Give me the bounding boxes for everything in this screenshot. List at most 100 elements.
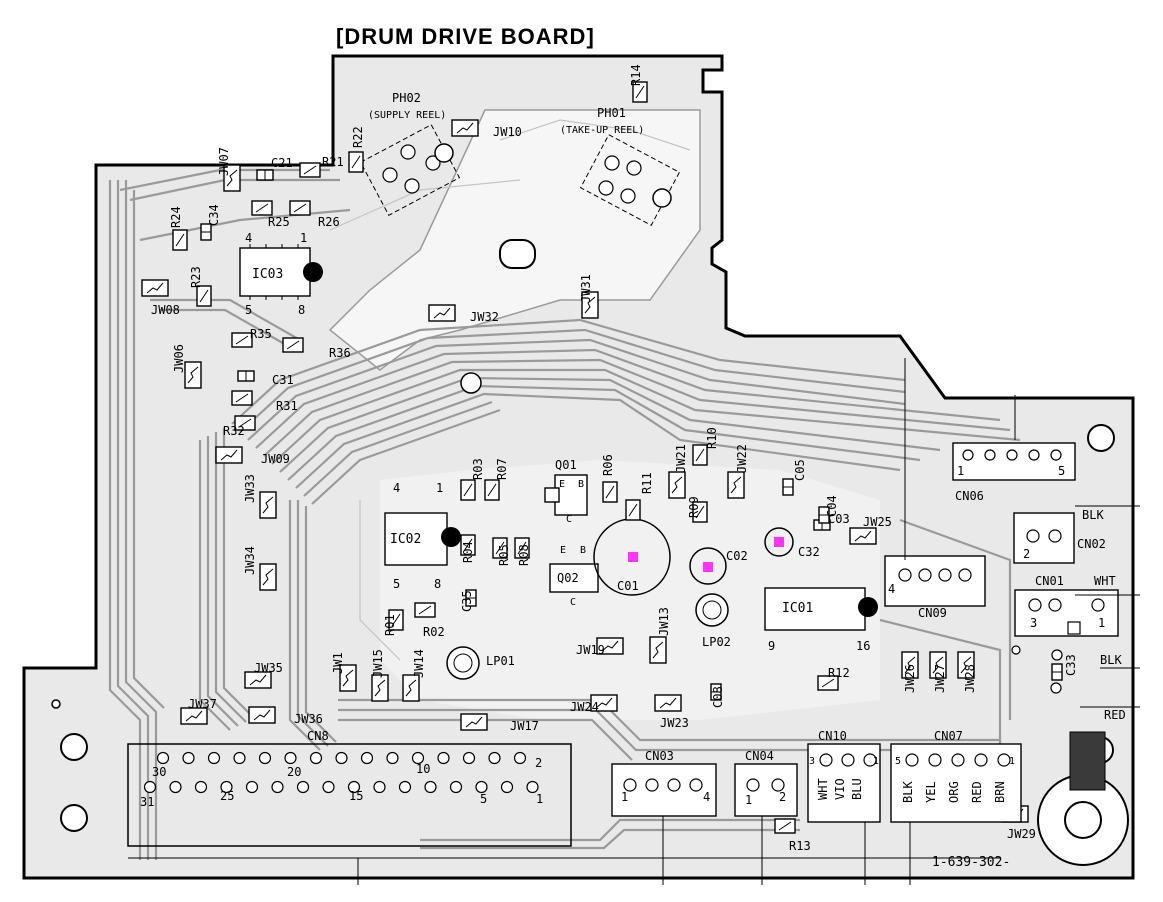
cn8-pad — [258, 751, 272, 765]
resistor-label: R13 — [789, 839, 811, 853]
resistor-mark — [293, 203, 307, 213]
resistor-label: R02 — [423, 625, 445, 639]
jumper-label-jw19: JW19 — [576, 643, 605, 657]
jumper-jw34 — [259, 563, 277, 591]
jumper-label-jw25: JW25 — [863, 515, 892, 529]
resistor-mark — [695, 448, 705, 462]
jumper-label-jw29: JW29 — [1007, 827, 1036, 841]
cn07-wire-brn: BRN — [993, 781, 1007, 803]
resistor-mark — [517, 541, 527, 555]
ic02-pin-1: 1 — [436, 481, 443, 495]
jumper-label-jw28: JW28 — [963, 664, 977, 693]
jumper-label-jw26: JW26 — [903, 664, 917, 693]
resistor-mark — [235, 335, 249, 345]
jumper-mark — [262, 568, 274, 586]
jumper-label-jw23: JW23 — [660, 716, 689, 730]
cn07-pin-5: 5 — [895, 756, 901, 767]
q01-transistor — [544, 474, 588, 516]
side-wire-red: RED — [1104, 708, 1126, 722]
jumper-mark — [249, 674, 267, 686]
cn8-pad — [462, 751, 476, 765]
jumper-mark — [374, 679, 386, 697]
ground-plane-2 — [380, 460, 880, 720]
resistor-label: R22 — [351, 126, 365, 148]
jumper-label-jw13: JW13 — [657, 607, 671, 636]
board-part-number: 1-639-302- — [932, 855, 1010, 870]
q01-b: B — [578, 479, 584, 490]
jumper-mark — [671, 476, 683, 494]
cap-label-c03: C03 — [828, 512, 850, 526]
cap-label-c05: C05 — [793, 459, 807, 481]
q02-ref: Q02 — [557, 571, 579, 585]
cn07-connector — [890, 743, 1022, 823]
resistor-label: R01 — [383, 614, 397, 636]
resistor-label: R25 — [268, 215, 290, 229]
cn10-wire-vio: VIO — [833, 778, 847, 800]
resistor-label: R07 — [495, 458, 509, 480]
cn8-pad — [500, 780, 514, 794]
cn10-pin-1: 1 — [873, 756, 879, 767]
resistor-mark — [628, 503, 638, 517]
copper-traces — [108, 119, 1021, 860]
jumper-mark — [601, 640, 619, 652]
cn8-ref: CN8 — [307, 729, 329, 743]
ph01-ref: PH01 — [597, 106, 626, 120]
cn8-pad — [296, 780, 310, 794]
jumper-jw21 — [668, 471, 686, 499]
cn02-pin: 2 — [1023, 547, 1030, 561]
jumper-label-jw06: JW06 — [172, 344, 186, 373]
ic03-pin-8: 8 — [298, 303, 305, 317]
cn8-pad — [437, 751, 450, 765]
resistor-label: R04 — [461, 541, 475, 563]
jumper-mark — [185, 710, 203, 722]
resistor-label: R24 — [169, 206, 183, 228]
ic01-ref: IC01 — [782, 601, 813, 616]
q02-c: C — [570, 597, 576, 608]
jumper-label-jw17: JW17 — [510, 719, 539, 733]
resistor-mark — [487, 483, 497, 497]
resistor-mark — [418, 605, 432, 615]
resistor-label: R21 — [322, 155, 344, 169]
jumper-label-jw33: JW33 — [243, 474, 257, 503]
resistor-label: R35 — [250, 327, 272, 341]
c33-pads — [1011, 645, 1063, 694]
cap-label-c21: C21 — [271, 156, 293, 170]
cn06-connector — [952, 442, 1076, 481]
resistor-label: R05 — [497, 544, 511, 566]
cn8-pad — [309, 751, 323, 765]
ic03-chip — [239, 244, 323, 300]
ph01-desc: (TAKE-UP REEL) — [560, 125, 644, 136]
jumper-label-jw34: JW34 — [243, 546, 257, 575]
cn10-wire-blu: BLU — [850, 778, 864, 800]
ic01-pin-16: 16 — [856, 639, 870, 653]
q01-ref: Q01 — [555, 458, 577, 472]
ph02-desc: (SUPPLY REEL) — [368, 110, 446, 121]
cn06-pin-5: 5 — [1058, 464, 1065, 478]
jumper-mark — [584, 296, 596, 314]
resistor-mark — [821, 678, 835, 688]
jumper-label-jw09: JW09 — [261, 452, 290, 466]
cap-label-c33: C33 — [1064, 654, 1078, 676]
jumper-label-jw07: JW07 — [217, 147, 231, 176]
jumper-mark — [433, 307, 451, 319]
cn8-pad — [347, 780, 361, 794]
jumper-label-jw10: JW10 — [493, 125, 522, 139]
jumper-mark — [659, 697, 677, 709]
cap-label-c04: C04 — [825, 495, 839, 517]
cn10-pin-3: 3 — [809, 756, 815, 767]
cn04-pin-1: 1 — [745, 793, 752, 807]
jumper-jw10 — [451, 119, 479, 137]
ic01-chip — [764, 587, 878, 631]
ph02-sensor — [359, 124, 461, 216]
cn8-pad — [488, 751, 501, 765]
cn01-pin-3: 3 — [1030, 616, 1037, 630]
cn8-pin-20: 20 — [287, 765, 301, 779]
ic02-pin-4: 4 — [393, 481, 400, 495]
jumper-jw33 — [259, 491, 277, 519]
resistor-mark — [255, 203, 269, 213]
ic01-pin-9: 9 — [768, 639, 775, 653]
resistor-label: R11 — [640, 472, 654, 494]
ph01-sensor — [579, 134, 681, 226]
